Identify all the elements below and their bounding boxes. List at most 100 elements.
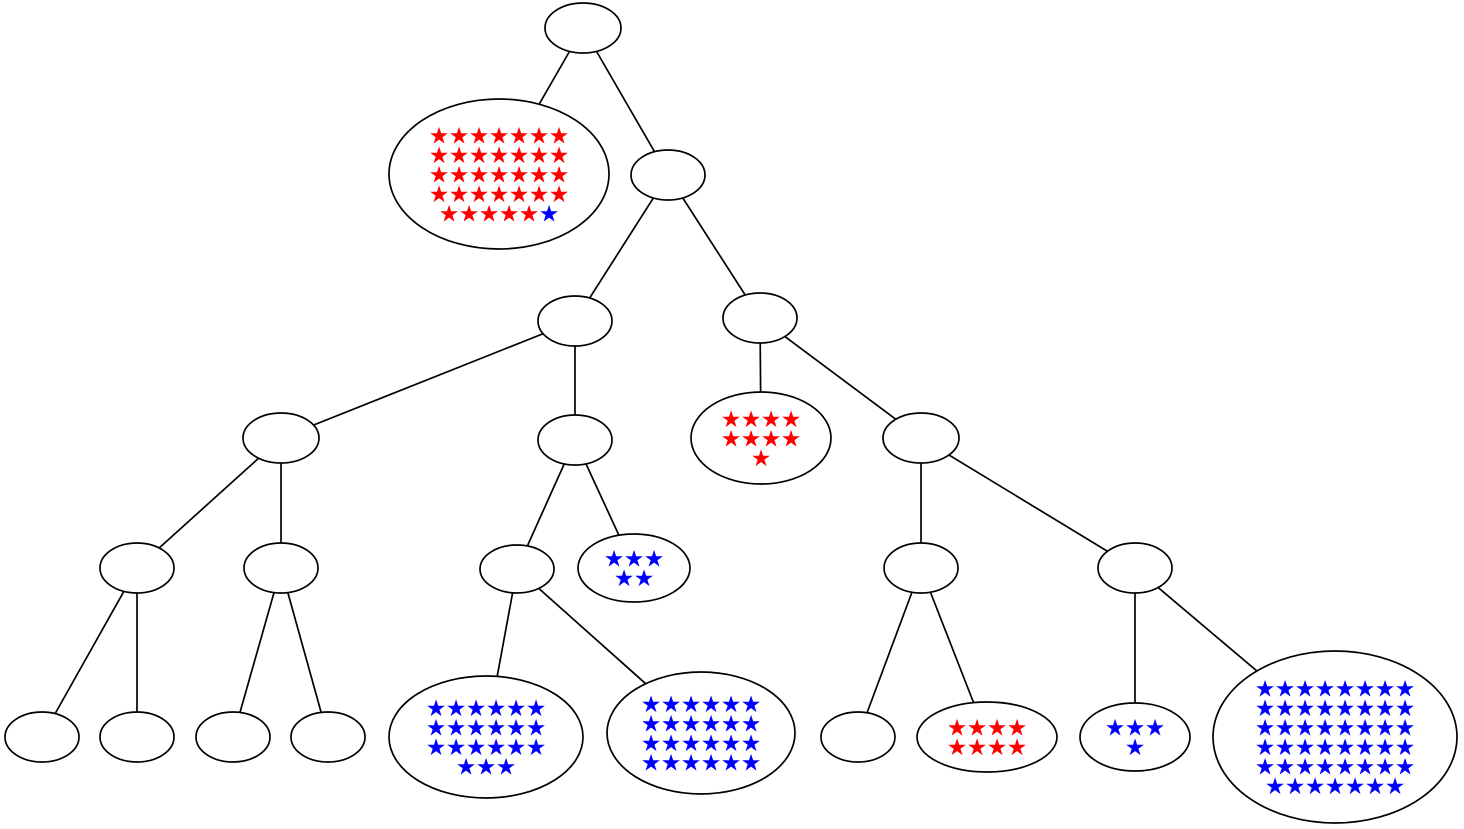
tree-node-node-j <box>883 542 959 594</box>
blue-star-icon: ★ <box>456 755 477 781</box>
red-star-icon: ★ <box>459 201 480 227</box>
red-star-icon: ★ <box>449 182 470 208</box>
blue-star-icon: ★ <box>741 712 762 738</box>
blue-star-icon: ★ <box>624 547 645 573</box>
blue-star-icon: ★ <box>641 731 662 757</box>
blue-star-icon: ★ <box>1335 716 1356 742</box>
tree-node-leaf-blue47 <box>1212 650 1458 824</box>
red-star-icon: ★ <box>479 201 500 227</box>
red-star-icon: ★ <box>1007 735 1028 761</box>
blue-star-icon: ★ <box>486 735 507 761</box>
red-star-icon: ★ <box>549 182 570 208</box>
tree-node-node-b <box>537 295 613 347</box>
blue-star-icon: ★ <box>426 735 447 761</box>
red-star-icon: ★ <box>529 182 550 208</box>
blue-star-icon: ★ <box>446 716 467 742</box>
red-star-icon: ★ <box>509 182 530 208</box>
tree-edge-node-b-to-node-d <box>280 320 576 439</box>
tree-edge-node-d-to-node-g <box>136 437 282 569</box>
blue-star-icon: ★ <box>1275 755 1296 781</box>
blue-star-icon: ★ <box>1295 716 1316 742</box>
blue-star-icon: ★ <box>661 692 682 718</box>
red-star-icon: ★ <box>509 123 530 149</box>
blue-star-icon: ★ <box>1145 716 1166 742</box>
red-star-icon: ★ <box>499 201 520 227</box>
blue-star-icon: ★ <box>539 201 560 227</box>
red-star-icon: ★ <box>549 143 570 169</box>
blue-star-icon: ★ <box>644 547 665 573</box>
blue-star-icon: ★ <box>614 566 635 592</box>
blue-star-icon: ★ <box>1255 677 1276 703</box>
red-star-icon: ★ <box>469 143 490 169</box>
blue-star-icon: ★ <box>506 716 527 742</box>
tree-node-node-d <box>242 412 320 464</box>
tree-edge-root-to-node-a <box>582 27 669 176</box>
red-star-icon: ★ <box>1007 716 1028 742</box>
blue-star-icon: ★ <box>641 692 662 718</box>
tree-node-leaf-blue21 <box>388 675 584 799</box>
tree-edge-node-j-to-leaf-5 <box>857 567 922 738</box>
blue-star-icon: ★ <box>1335 735 1356 761</box>
blue-star-icon: ★ <box>1105 716 1126 742</box>
red-star-icon: ★ <box>761 426 782 452</box>
tree-node-leaf-red9 <box>690 391 832 485</box>
blue-star-icon: ★ <box>1295 677 1316 703</box>
blue-star-icon: ★ <box>1255 716 1276 742</box>
blue-star-icon: ★ <box>526 696 547 722</box>
red-star-icon: ★ <box>449 143 470 169</box>
blue-star-icon: ★ <box>446 735 467 761</box>
red-star-icon: ★ <box>489 123 510 149</box>
blue-star-icon: ★ <box>1255 755 1276 781</box>
blue-star-icon: ★ <box>1125 716 1146 742</box>
blue-star-icon: ★ <box>1255 735 1276 761</box>
red-star-icon: ★ <box>741 426 762 452</box>
blue-star-icon: ★ <box>1335 755 1356 781</box>
blue-star-icon: ★ <box>1355 755 1376 781</box>
blue-star-icon: ★ <box>1365 774 1386 800</box>
blue-star-icon: ★ <box>1375 716 1396 742</box>
tree-node-node-a <box>630 149 706 201</box>
tree-node-node-f <box>882 412 960 464</box>
blue-star-icon: ★ <box>526 716 547 742</box>
red-star-icon: ★ <box>781 426 802 452</box>
blue-star-icon: ★ <box>721 731 742 757</box>
red-star-icon: ★ <box>549 123 570 149</box>
blue-star-icon: ★ <box>1275 696 1296 722</box>
tree-node-node-i <box>479 544 555 594</box>
blue-star-icon: ★ <box>1275 677 1296 703</box>
blue-star-icon: ★ <box>721 692 742 718</box>
blue-star-icon: ★ <box>1395 696 1416 722</box>
red-star-icon: ★ <box>469 182 490 208</box>
blue-star-icon: ★ <box>526 735 547 761</box>
blue-star-icon: ★ <box>701 751 722 777</box>
red-star-icon: ★ <box>721 426 742 452</box>
blue-star-icon: ★ <box>1295 735 1316 761</box>
stars-layer: ★★★★★★★★★★★★★★★★★★★★★★★★★★★★★★★★★★★★★★★★… <box>426 123 1416 800</box>
red-star-icon: ★ <box>429 143 450 169</box>
red-star-icon: ★ <box>469 123 490 149</box>
tree-node-leaf-red8 <box>916 701 1058 773</box>
blue-star-icon: ★ <box>1315 755 1336 781</box>
red-star-icon: ★ <box>439 201 460 227</box>
blue-star-icon: ★ <box>1355 735 1376 761</box>
blue-star-icon: ★ <box>1375 696 1396 722</box>
tree-node-node-c <box>722 292 798 344</box>
blue-star-icon: ★ <box>1125 735 1146 761</box>
edges-layer <box>41 27 1336 738</box>
blue-star-icon: ★ <box>1395 716 1416 742</box>
tree-edge-node-a-to-node-c <box>667 174 761 319</box>
blue-star-icon: ★ <box>1265 774 1286 800</box>
blue-star-icon: ★ <box>1385 774 1406 800</box>
red-star-icon: ★ <box>967 716 988 742</box>
tree-node-node-g <box>99 542 175 594</box>
tree-node-leaf-2 <box>99 711 175 763</box>
blue-star-icon: ★ <box>1345 774 1366 800</box>
blue-star-icon: ★ <box>741 731 762 757</box>
blue-star-icon: ★ <box>1315 696 1336 722</box>
red-star-icon: ★ <box>429 182 450 208</box>
blue-star-icon: ★ <box>634 566 655 592</box>
red-star-icon: ★ <box>429 123 450 149</box>
blue-star-icon: ★ <box>641 712 662 738</box>
blue-star-icon: ★ <box>1315 735 1336 761</box>
